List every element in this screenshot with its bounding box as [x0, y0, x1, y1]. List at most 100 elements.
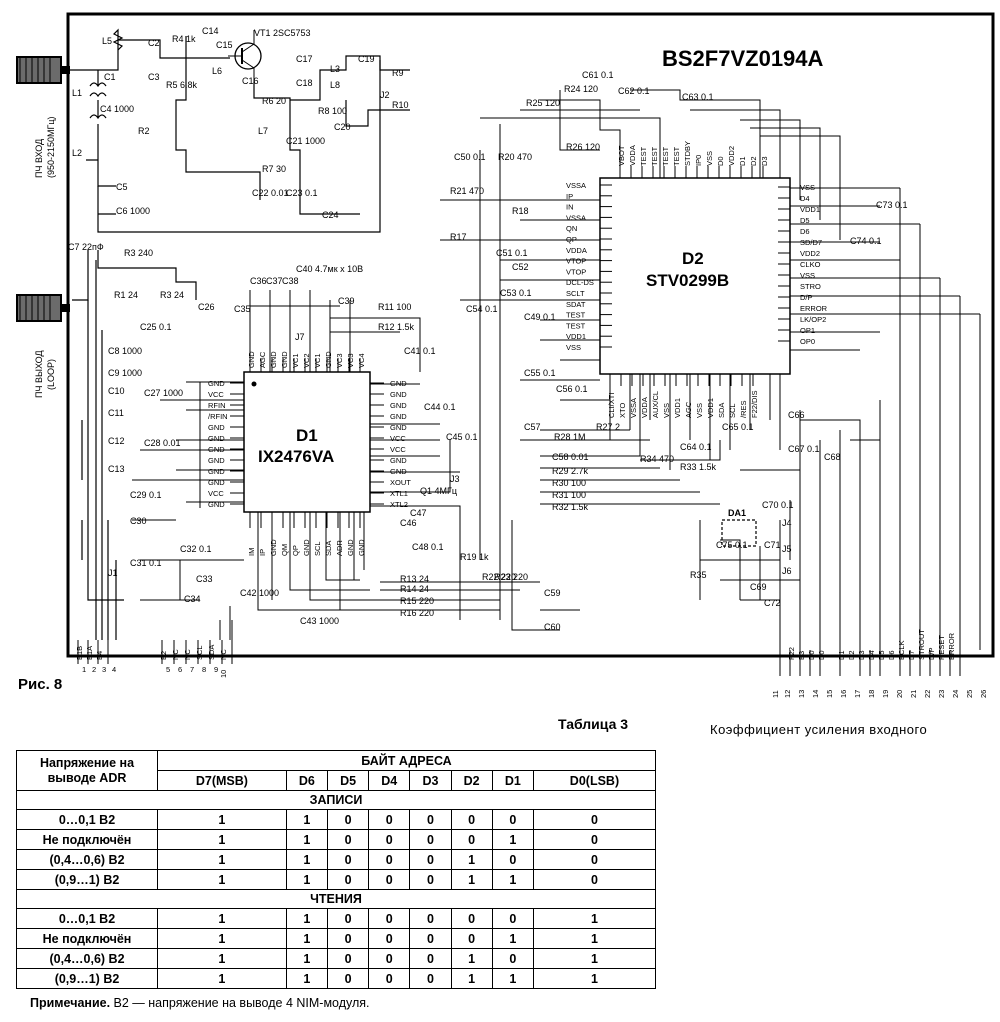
- strip-pin-number: 18: [867, 690, 876, 698]
- d2-peripheral-wiring: [440, 89, 981, 650]
- strip-pin-number: 25: [965, 690, 974, 698]
- bit-cell: 1: [285, 849, 328, 870]
- component-label: R3 240: [124, 248, 153, 258]
- component-label: R11 100: [378, 302, 411, 312]
- component-label: R6 20: [262, 96, 286, 106]
- component-label: R20 470: [498, 152, 532, 162]
- d1-left-pin: GND: [208, 434, 225, 443]
- component-label: R16 220: [400, 608, 434, 618]
- component-label: C71: [764, 540, 781, 550]
- strip-pin-number: 5: [166, 665, 170, 674]
- strip-pin-label: NC: [171, 649, 180, 660]
- d2-left-pin: TEST: [566, 311, 586, 320]
- component-label: L1: [72, 88, 82, 98]
- strip-pin-label: RESET: [937, 635, 946, 660]
- component-label: C58 0.01: [552, 452, 589, 462]
- d1-top-pin: GND: [269, 351, 278, 368]
- d2-top-pin: STDBY: [683, 141, 692, 166]
- component-label: C32 0.1: [180, 544, 212, 554]
- component-label: R13 24: [400, 574, 429, 584]
- d1-top-pin: AGC: [258, 351, 267, 368]
- column-header: D1: [491, 770, 534, 791]
- component-label: C51 0.1: [496, 248, 528, 258]
- component-label: C16: [242, 76, 259, 86]
- column-header: D2: [450, 770, 493, 791]
- bit-cell: 0: [326, 948, 370, 969]
- component-label: C25 0.1: [140, 322, 172, 332]
- strip-pin-label: B4: [95, 651, 104, 660]
- strip-pin-label: SCL: [195, 645, 204, 660]
- bit-cell: 0: [491, 948, 534, 969]
- strip-pin-label: STROUT: [917, 629, 926, 660]
- bit-cell: 1: [285, 869, 328, 890]
- component-label: L3: [330, 64, 340, 74]
- d2-bottom-pin: VSSA: [629, 398, 638, 418]
- bit-cell: 0: [409, 908, 452, 929]
- row-label: 0…0,1 В2: [16, 908, 158, 929]
- footnote: Примечание. В2 — напряжение на выводе 4 …: [30, 996, 370, 1010]
- component-label: R5 6.8k: [166, 80, 198, 90]
- if-input-connector: [16, 56, 70, 84]
- component-label: C68: [824, 452, 841, 462]
- component-label: C41 0.1: [404, 346, 436, 356]
- component-label: C12: [108, 436, 125, 446]
- d2-ref: D2: [682, 249, 704, 268]
- d1-bottom-pin: SCL: [313, 541, 322, 556]
- input-rf-chain: [70, 28, 410, 640]
- bit-cell: 0: [409, 928, 452, 949]
- bit-cell: 0: [368, 948, 411, 969]
- bit-cell: 1: [491, 829, 534, 850]
- component-label: J6: [782, 566, 792, 576]
- component-label: R12 1.5k: [378, 322, 415, 332]
- strip-pin-number: 19: [881, 690, 890, 698]
- d2-left-pin: VSSA: [566, 181, 586, 190]
- bit-cell: 1: [450, 968, 493, 989]
- component-label: C10: [108, 386, 125, 396]
- component-label: C64 0.1: [680, 442, 712, 452]
- d1-left-pin: GND: [208, 456, 225, 465]
- component-label: C45 0.1: [446, 432, 478, 442]
- strip-pin-number: 15: [825, 690, 834, 698]
- component-label: C55 0.1: [524, 368, 556, 378]
- d1-bottom-pin: GND: [357, 539, 366, 556]
- d1-bottom-pin: GND: [346, 539, 355, 556]
- d2-part: STV0299B: [646, 271, 729, 290]
- component-label: R1 24: [114, 290, 138, 300]
- strip-pin-number: 3: [102, 665, 106, 674]
- bit-cell: 1: [157, 928, 287, 949]
- bit-cell: 0: [532, 809, 657, 830]
- d2-left-pin: VSSA: [566, 213, 586, 222]
- d2-left-pin: VTOP: [566, 257, 586, 266]
- component-label: R22 220: [482, 572, 516, 582]
- strip-pin-label: B1A: [85, 646, 94, 660]
- column-header: D6: [285, 770, 328, 791]
- component-label: C59: [544, 588, 561, 598]
- bottom-pin-leads: [77, 620, 961, 676]
- d2-top-pin: D1: [738, 156, 747, 166]
- bit-cell: 1: [491, 968, 534, 989]
- footnote-text: В2 — напряжение на выводе 4 NIM-модуля.: [110, 996, 370, 1010]
- strip-pin-label: D3: [857, 650, 866, 660]
- d2-bottom-pin: VSS: [662, 403, 671, 418]
- component-label: C20: [334, 122, 351, 132]
- component-label: C62 0.1: [618, 86, 650, 96]
- component-label: C28 0.01: [144, 438, 181, 448]
- footnote-bold: Примечание.: [30, 996, 111, 1010]
- bit-cell: 0: [326, 908, 370, 929]
- bit-cell: 0: [368, 908, 411, 929]
- component-label: R25 120: [526, 98, 560, 108]
- bit-cell: 1: [450, 869, 493, 890]
- d1-top-pin: GND: [324, 351, 333, 368]
- component-label: C72: [764, 598, 781, 608]
- strip-pin-number: 20: [895, 690, 904, 698]
- column-header: D7(MSB): [157, 770, 287, 791]
- bit-cell: 0: [532, 869, 657, 890]
- row-label: (0,9…1) В2: [16, 968, 158, 989]
- component-label: R9: [392, 68, 404, 78]
- bit-cell: 0: [491, 849, 534, 870]
- strip-pin-number: 13: [797, 690, 806, 698]
- side-text: Коэффициент усиления входного: [710, 722, 928, 737]
